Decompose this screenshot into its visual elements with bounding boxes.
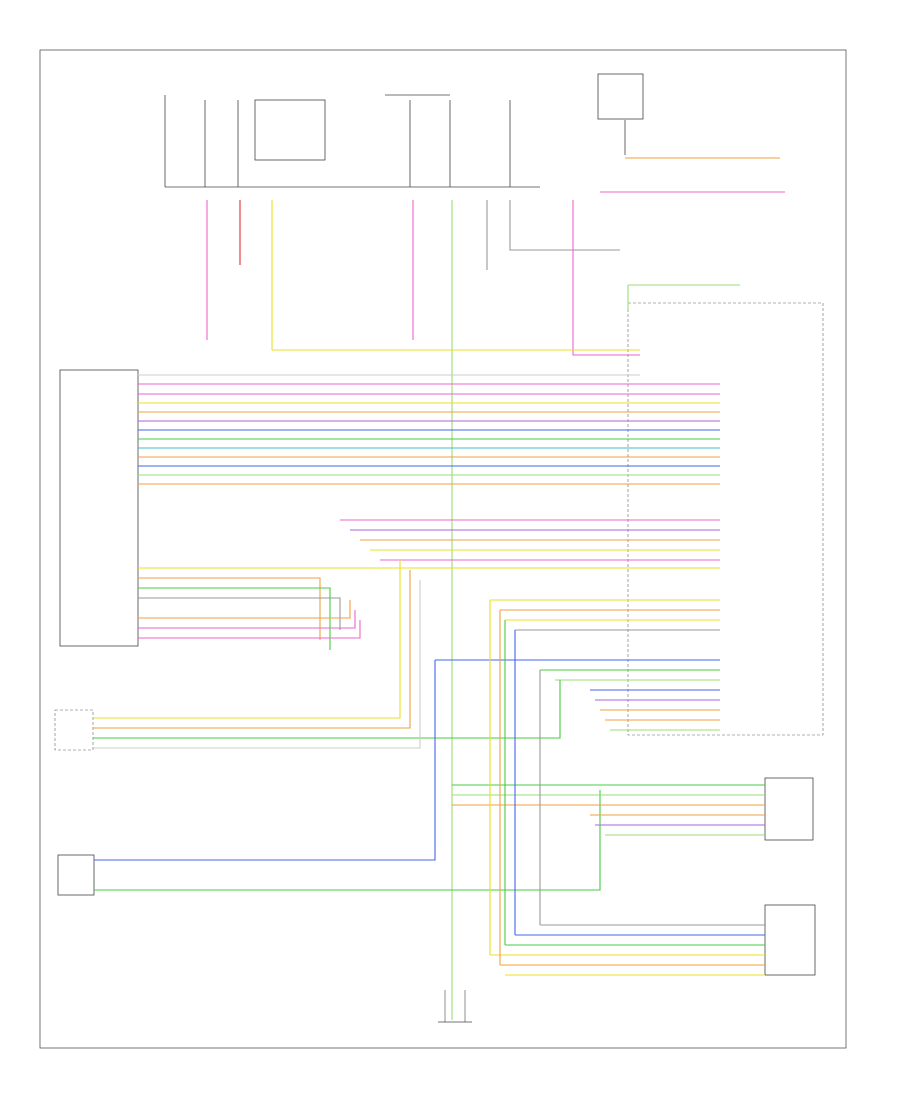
wire-green-h2 [138, 587, 331, 650]
relay-box-top-right [597, 73, 644, 155]
wire-green-pcm-top [627, 284, 740, 310]
wire-gray-sensor [93, 580, 421, 749]
sensor-block-right-1 [764, 777, 814, 841]
diagram-frame [39, 49, 847, 1049]
vertical-wires [206, 200, 640, 1020]
wire-pink-h5 [138, 610, 356, 629]
wire-green-sensor [93, 680, 561, 739]
wire-yellow-sensor [93, 560, 401, 719]
wire-pink-h6 [138, 620, 361, 639]
wire-blue-sensor2 [94, 660, 436, 861]
sensor-block-left-2 [57, 854, 95, 896]
wire-orange-h6 [138, 600, 351, 619]
lower-wires [435, 599, 720, 731]
transmission-module [59, 369, 139, 647]
sensor-block-right-2 [764, 904, 816, 976]
horizontal-wires [138, 349, 720, 650]
wire-ground-bottom [444, 990, 466, 1022]
wire-orange-sensor [93, 570, 411, 729]
power-distribution-block [164, 94, 540, 188]
powertrain-control-module [627, 302, 824, 736]
wire-green-sensor2 [94, 790, 601, 891]
wire-gray-right [509, 200, 620, 251]
wire-orange-h5 [138, 577, 321, 640]
wire-gray-h2 [138, 597, 341, 630]
wire-pink-right [572, 200, 640, 356]
sensor-block-left-1 [54, 709, 94, 751]
